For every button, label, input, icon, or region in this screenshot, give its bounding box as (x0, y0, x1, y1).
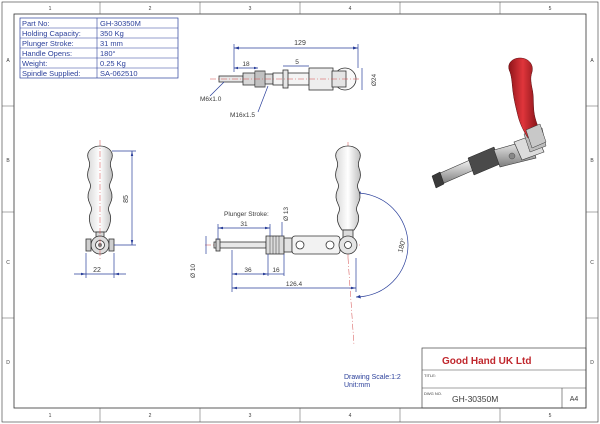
spec-value-handle-opens: 180° (100, 49, 116, 58)
zone-col-2-bottom: 2 (149, 413, 152, 419)
front-dim-dia-top: Ø 13 (283, 207, 290, 221)
spec-value-weight: 0.25 Kg (100, 59, 126, 68)
top-view: 129 18 5 Ø24 M6x1.0 M16x1.5 (200, 40, 378, 119)
iso-red-handle (508, 57, 541, 139)
zone-row-a-right: A (590, 58, 594, 64)
zone-col-5-bottom: 5 (549, 413, 552, 419)
spec-value-part-no: GH-30350M (100, 19, 141, 28)
front-dim-angle: 180° (396, 237, 408, 253)
top-dim-dia: Ø24 (371, 73, 378, 86)
zone-row-a-left: A (6, 58, 10, 64)
zone-col-2-top: 2 (149, 6, 152, 12)
side-view: 85 22 (74, 140, 136, 278)
title-caption: TITLE: (424, 373, 436, 378)
zone-row-d-left: D (6, 360, 10, 366)
spec-value-plunger-stroke: 31 mm (100, 39, 123, 48)
top-dim-overall: 129 (294, 40, 306, 47)
zone-col-1-top: 1 (49, 6, 52, 12)
zone-col-3-bottom: 3 (249, 413, 252, 419)
spec-table: Part No: GH-30350M Holding Capacity: 350… (19, 17, 179, 79)
drawing-unit: Unit:mm (344, 382, 370, 389)
spec-label-part-no: Part No: (22, 19, 50, 28)
top-dim-thread: 18 (242, 61, 250, 68)
zone-row-d-right: D (590, 360, 594, 366)
company-name: Good Hand UK Ltd (442, 356, 531, 367)
front-dim-total: 126.4 (286, 281, 303, 288)
zone-col-4-bottom: 4 (349, 413, 352, 419)
front-view: 180° Plunger Stroke: 31 Ø 13 Ø 10 (190, 142, 409, 346)
drawing-number: GH-30350M (452, 394, 498, 404)
sheet-size: A4 (570, 396, 579, 403)
front-dim-stroke: 31 (240, 221, 248, 228)
zone-row-c-right: C (590, 260, 594, 266)
zone-labels: 1 2 3 4 5 1 2 3 4 5 A B C D A B C D (6, 6, 594, 419)
zone-row-c-left: C (6, 260, 10, 266)
spec-label-handle-opens: Handle Opens: (22, 49, 72, 58)
front-handle (335, 145, 361, 231)
top-label-m6: M6x1.0 (200, 96, 222, 103)
front-dim-16: 16 (272, 267, 280, 274)
zone-col-1-bottom: 1 (49, 413, 52, 419)
zone-row-b-right: B (590, 158, 594, 164)
dwg-caption: DWG NO. (424, 391, 442, 396)
spec-value-spindle-supplied: SA-062510 (100, 69, 138, 78)
spec-label-weight: Weight: (22, 59, 47, 68)
top-dim-small: 5 (295, 59, 299, 66)
iso-view (431, 57, 547, 189)
top-label-m16: M16x1.5 (230, 112, 255, 119)
front-dim-36: 36 (244, 267, 252, 274)
spec-value-holding-capacity: 350 Kg (100, 29, 124, 38)
front-dim-dia-left: Ø 10 (190, 264, 197, 278)
title-block: Good Hand UK Ltd TITLE: DWG NO. GH-30350… (421, 347, 587, 409)
zone-row-b-left: B (6, 158, 10, 164)
drawing-scale: Drawing Scale:1:2 (344, 374, 401, 381)
side-dim-width: 22 (93, 267, 101, 274)
spec-label-spindle-supplied: Spindle Supplied: (22, 69, 80, 78)
zone-col-4-top: 4 (349, 6, 352, 12)
spec-label-plunger-stroke: Plunger Stroke: (22, 39, 74, 48)
zone-col-3-top: 3 (249, 6, 252, 12)
front-stroke-label: Plunger Stroke: (224, 211, 269, 218)
zone-col-5-top: 5 (549, 6, 552, 12)
spec-label-holding-capacity: Holding Capacity: (22, 29, 81, 38)
side-dim-height: 85 (123, 195, 130, 203)
